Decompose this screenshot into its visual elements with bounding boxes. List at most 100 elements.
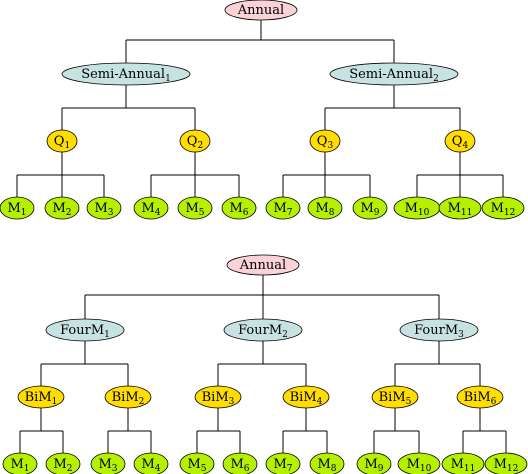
node-label-subscript: 2	[282, 330, 288, 340]
node-ellipse	[265, 452, 301, 474]
node-label-text: BiM	[112, 390, 139, 405]
node-label-subscript: 4	[155, 464, 161, 474]
node-label: M12	[491, 201, 516, 218]
node-label-text: Semi-Annual	[81, 67, 165, 82]
node-label-subscript: 11	[464, 464, 475, 474]
node-ellipse	[456, 385, 504, 409]
node-ellipse	[133, 452, 169, 474]
node-label-text: Annual	[239, 258, 286, 273]
leaf-node-m9-a: M9	[352, 196, 388, 220]
level2-node-q2: Q2	[179, 129, 211, 153]
node-label-text: M	[407, 457, 420, 472]
leaf-node-m5-b: M5	[179, 452, 215, 474]
node-label-text: M	[94, 201, 107, 216]
node-label-subscript: 3	[327, 141, 333, 151]
node-label: M10	[407, 457, 432, 474]
node-label-text: M	[315, 201, 328, 216]
leaf-node-m11-b: M11	[441, 452, 485, 474]
node-label-subscript: 8	[329, 208, 335, 218]
leaf-node-m8-b: M8	[309, 452, 345, 474]
node-ellipse	[177, 196, 213, 220]
leaf-node-m1-b: M1	[2, 452, 38, 474]
node-ellipse	[282, 385, 330, 409]
node-label-text: FourM	[238, 323, 282, 338]
node-ellipse	[194, 385, 242, 409]
level2-node-bim-5: BiM5	[371, 385, 419, 409]
node-label-text: M	[273, 457, 286, 472]
node-label-subscript: 11	[461, 208, 472, 218]
node-ellipse	[90, 452, 126, 474]
node-label-text: BiM	[379, 390, 406, 405]
node-ellipse	[0, 196, 35, 220]
level1-node-fourm-2: FourM2	[223, 318, 303, 342]
node-label-subscript: 2	[433, 74, 439, 84]
node-label-text: Q	[452, 134, 463, 149]
node-ellipse	[222, 452, 258, 474]
node-label: BiM1	[25, 390, 58, 407]
leaf-node-m10-b: M10	[397, 452, 441, 474]
node-label-text: M	[405, 201, 418, 216]
node-label-text: BiM	[25, 390, 52, 405]
node-label: Semi-Annual2	[349, 67, 439, 84]
node-label: Q4	[452, 134, 469, 151]
node-label: FourM1	[60, 323, 110, 340]
leaf-node-m4-a: M4	[133, 196, 169, 220]
node-label: M8	[315, 201, 334, 218]
node-label: M12	[494, 457, 519, 474]
node-ellipse	[179, 129, 211, 153]
level2-node-q3: Q3	[309, 129, 341, 153]
node-label-subscript: 3	[229, 397, 235, 407]
node-label-text: M	[360, 201, 373, 216]
node-label-text: M	[98, 457, 111, 472]
leaf-node-m7-b: M7	[265, 452, 301, 474]
level2-node-bim-4: BiM4	[282, 385, 330, 409]
leaf-node-m2-b: M2	[45, 452, 81, 474]
node-label: M11	[451, 457, 476, 474]
node-label: M11	[448, 201, 473, 218]
node-label: M2	[52, 201, 71, 218]
node-label-subscript: 9	[374, 208, 380, 218]
leaf-node-m12-b: M12	[484, 452, 528, 474]
leaf-node-m11-a: M11	[438, 196, 482, 220]
node-label: BiM4	[290, 390, 323, 407]
node-label-subscript: 3	[458, 330, 464, 340]
node-ellipse	[104, 385, 152, 409]
node-label: M1	[7, 201, 26, 218]
root-node-annual-1: Annual	[224, 0, 298, 21]
node-label: Q1	[54, 134, 70, 151]
node-label: Annual	[239, 258, 286, 273]
node-label-subscript: 12	[504, 208, 515, 218]
root-node-annual-2: Annual	[226, 254, 300, 276]
node-ellipse	[224, 0, 298, 21]
node-ellipse	[484, 452, 528, 474]
node-label-text: M	[364, 457, 377, 472]
node-label: M5	[187, 457, 206, 474]
node-label-subscript: 8	[331, 464, 337, 474]
node-label-subscript: 2	[139, 397, 145, 407]
node-label: M7	[273, 201, 292, 218]
node-label-subscript: 1	[21, 208, 27, 218]
node-label: Semi-Annual1	[81, 67, 171, 84]
node-ellipse	[2, 452, 38, 474]
leaf-node-m12-a: M12	[481, 196, 525, 220]
level1-node-semi-annual-2: Semi-Annual2	[329, 62, 459, 86]
node-ellipse	[309, 129, 341, 153]
node-label-text: M	[185, 201, 198, 216]
node-label-subscript: 5	[199, 208, 205, 218]
leaf-node-m4-b: M4	[133, 452, 169, 474]
node-label-subscript: 10	[420, 464, 432, 474]
node-label-text: M	[451, 457, 464, 472]
node-label: BiM5	[379, 390, 412, 407]
node-label-subscript: 7	[287, 464, 293, 474]
node-label-text: M	[494, 457, 507, 472]
node-label-text: Annual	[237, 3, 284, 18]
level2-node-q4: Q4	[444, 129, 476, 153]
leaf-node-m5-a: M5	[177, 196, 213, 220]
node-label: M9	[360, 201, 379, 218]
node-label-subscript: 4	[155, 208, 161, 218]
node-label-text: M	[10, 457, 23, 472]
node-label-subscript: 9	[378, 464, 384, 474]
leaf-node-m10-a: M10	[393, 196, 441, 220]
node-label-subscript: 1	[52, 397, 58, 407]
